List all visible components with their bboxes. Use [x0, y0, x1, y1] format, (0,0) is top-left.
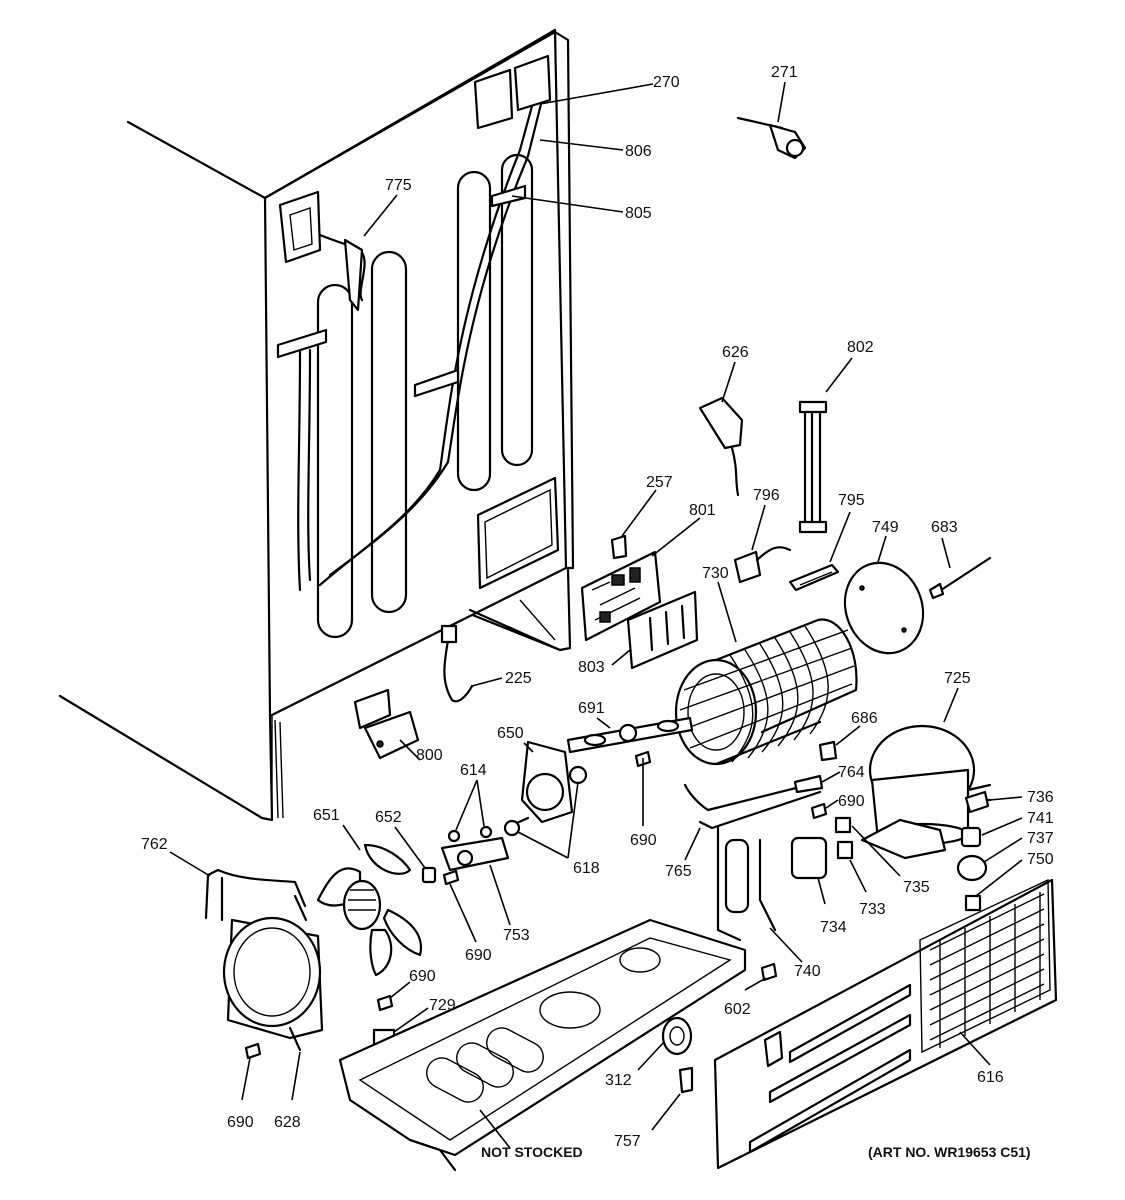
label-762: 762	[141, 836, 168, 853]
part-740-drier	[716, 824, 777, 942]
part-686-fitting	[818, 740, 838, 762]
part-628-shroud	[222, 916, 324, 1052]
label-775: 775	[385, 177, 412, 194]
part-616-grille	[713, 878, 1058, 1170]
part-734-capacitor	[790, 836, 828, 880]
label-803: 803	[578, 659, 605, 676]
label-800: 800	[416, 747, 443, 764]
label-257: 257	[646, 474, 673, 491]
part-650-fan-motor	[508, 740, 588, 828]
label-802: 802	[847, 339, 874, 356]
part-683-tie	[928, 556, 992, 600]
label-690-b: 690	[630, 832, 657, 849]
part-749-cover	[843, 561, 925, 655]
label-729: 729	[429, 997, 456, 1014]
label-757: 757	[614, 1133, 641, 1150]
cabinet-back	[58, 28, 575, 822]
label-683: 683	[931, 519, 958, 536]
label-602: 602	[724, 1001, 751, 1018]
label-737: 737	[1027, 830, 1054, 847]
label-690-a: 690	[838, 793, 865, 810]
label-765: 765	[665, 863, 692, 880]
part-736-clip	[964, 790, 990, 814]
part-795-connector	[788, 563, 840, 592]
part-800-bracket	[353, 688, 420, 760]
callout-labels: 270 271 806 775 805 626 802 257 801 796 …	[141, 64, 1054, 1160]
label-805: 805	[625, 205, 652, 222]
label-614: 614	[460, 762, 487, 779]
part-741-protector	[960, 826, 982, 848]
label-652: 652	[375, 809, 402, 826]
label-749: 749	[872, 519, 899, 536]
part-652-nut	[421, 866, 437, 884]
part-225-tube	[440, 624, 474, 703]
label-225: 225	[505, 670, 532, 687]
part-750-screw	[964, 894, 982, 912]
label-736: 736	[1027, 789, 1054, 806]
wire-harness	[276, 54, 552, 592]
part-725-compressor	[860, 724, 992, 860]
label-628: 628	[274, 1114, 301, 1131]
not-stocked-label: NOT STOCKED	[481, 1144, 583, 1160]
label-650: 650	[497, 725, 524, 742]
art-number-label: (ART NO. WR19653 C51)	[868, 1144, 1031, 1160]
part-691-bracket	[566, 716, 694, 754]
part-602-screw	[760, 962, 778, 982]
label-312: 312	[605, 1072, 632, 1089]
label-691: 691	[578, 700, 605, 717]
label-806: 806	[625, 143, 652, 160]
label-686: 686	[851, 710, 878, 727]
part-733-relay	[836, 840, 854, 860]
part-802-harness	[798, 400, 828, 534]
label-690-d: 690	[409, 968, 436, 985]
label-740: 740	[794, 963, 821, 980]
part-271-valve	[736, 116, 807, 160]
label-690-c: 690	[465, 947, 492, 964]
part-801-board	[580, 550, 662, 642]
label-753: 753	[503, 927, 530, 944]
part-614-grommets	[447, 825, 493, 843]
part-618-grommets	[503, 819, 521, 837]
part-737-overload	[956, 854, 988, 882]
label-764: 764	[838, 764, 865, 781]
part-757-screw	[678, 1066, 694, 1094]
part-753-bracket	[440, 836, 510, 872]
label-616: 616	[977, 1069, 1004, 1086]
label-270: 270	[653, 74, 680, 91]
label-618: 618	[573, 860, 600, 877]
part-730-condenser	[674, 618, 858, 766]
label-651: 651	[313, 807, 340, 824]
label-690-e: 690	[227, 1114, 254, 1131]
part-796-connector	[733, 546, 792, 584]
screws-690	[244, 750, 828, 1060]
label-733: 733	[859, 901, 886, 918]
label-750: 750	[1027, 851, 1054, 868]
label-734: 734	[820, 919, 847, 936]
part-764-bracket	[793, 774, 824, 794]
label-795: 795	[838, 492, 865, 509]
rear-coil-loops	[316, 153, 534, 639]
part-257-fastener	[610, 534, 628, 560]
label-271: 271	[771, 64, 798, 81]
label-796: 796	[753, 487, 780, 504]
part-312-roller	[661, 1016, 693, 1056]
label-741: 741	[1027, 810, 1054, 827]
base-pan	[338, 918, 747, 1172]
part-626-cord	[698, 396, 744, 497]
leader-lines	[169, 81, 1023, 1149]
part-803-plate	[626, 590, 699, 670]
part-735-bracket	[834, 816, 852, 834]
cabinet-recess	[476, 476, 560, 590]
label-801: 801	[689, 502, 716, 519]
label-730: 730	[702, 565, 729, 582]
label-626: 626	[722, 344, 749, 361]
label-735: 735	[903, 879, 930, 896]
part-762-hose	[204, 868, 308, 922]
part-765-tube	[683, 780, 822, 830]
label-725: 725	[944, 670, 971, 687]
part-651-fan-blade	[316, 843, 423, 977]
